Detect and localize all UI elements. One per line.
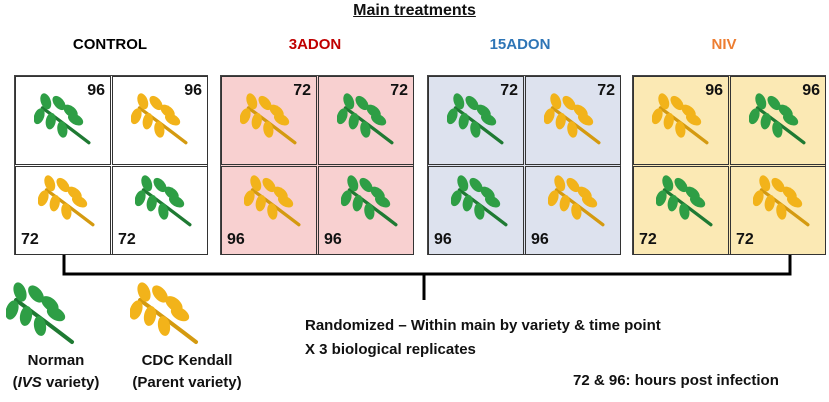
kendall-leaf-icon	[652, 93, 709, 145]
norman-leaf-icon	[749, 93, 806, 145]
treatment-block-3adon: 72 72 96 96	[220, 75, 414, 255]
plot-cell: 96	[730, 76, 826, 165]
randomized-note: Randomized – Within main by variety & ti…	[305, 317, 661, 334]
time-point-label: 96	[531, 231, 549, 248]
time-point-label: 72	[736, 231, 754, 248]
plot-cell: 72	[318, 76, 414, 165]
kendall-leaf-icon	[548, 175, 605, 227]
kendall-leaf-icon	[244, 175, 301, 227]
kendall-name: CDC Kendall	[141, 352, 233, 369]
norman-type: (IVS variety)	[12, 374, 100, 391]
kendall-leaf-icon	[753, 175, 810, 227]
time-point-label: 96	[705, 82, 723, 99]
plot-cell: 72	[633, 166, 729, 255]
plot-cell: 96	[633, 76, 729, 165]
group-title-15adon: 15ADON	[489, 36, 551, 53]
treatment-block-15adon: 72 72 96 96	[427, 75, 621, 255]
time-point-label: 72	[293, 82, 311, 99]
time-point-label: 96	[324, 231, 342, 248]
norman-name: Norman	[27, 352, 85, 369]
time-point-label: 72	[21, 231, 39, 248]
norman-leaf-icon	[337, 93, 394, 145]
time-point-label: 72	[118, 231, 136, 248]
time-point-label: 96	[802, 82, 820, 99]
norman-leaf-icon	[656, 175, 713, 227]
group-title-3adon: 3ADON	[288, 36, 342, 53]
plot-cell: 96	[525, 166, 621, 255]
norman-leaf-icon	[451, 175, 508, 227]
main-title: Main treatments	[353, 2, 476, 19]
plot-cell: 96	[221, 166, 317, 255]
norman-leaf-icon	[341, 175, 398, 227]
plot-cell: 96	[428, 166, 524, 255]
kendall-leaf-icon	[240, 93, 297, 145]
time-point-label: 96	[227, 231, 245, 248]
plot-cell: 72	[730, 166, 826, 255]
legend-norman-label: Norman (IVS variety)	[0, 350, 112, 394]
plot-cell: 96	[318, 166, 414, 255]
kendall-leaf-icon	[544, 93, 601, 145]
time-point-label: 72	[500, 82, 518, 99]
time-point-label: 96	[434, 231, 452, 248]
plot-cell: 72	[221, 76, 317, 165]
hours-note: 72 & 96: hours post infection	[573, 372, 779, 389]
norman-leaf-icon	[135, 175, 192, 227]
time-point-label: 72	[390, 82, 408, 99]
kendall-leaf-icon	[38, 175, 95, 227]
norman-leaf-icon	[447, 93, 504, 145]
replicates-note: X 3 biological replicates	[305, 341, 476, 358]
legend-kendall-label: CDC Kendall (Parent variety)	[112, 350, 262, 394]
group-title-control: CONTROL	[72, 36, 148, 53]
plot-cell: 72	[15, 166, 111, 255]
group-title-niv: NIV	[711, 36, 737, 53]
plot-cell: 72	[525, 76, 621, 165]
norman-leaf-icon	[5, 282, 74, 344]
time-point-label: 72	[639, 231, 657, 248]
plot-cell: 96	[112, 76, 208, 165]
legend-kendall-leaf-icon	[129, 282, 202, 357]
treatment-block-control: 96 96 72 72	[14, 75, 208, 255]
time-point-label: 72	[597, 82, 615, 99]
plot-cell: 72	[428, 76, 524, 165]
time-point-label: 96	[87, 82, 105, 99]
legend-norman-leaf-icon	[5, 282, 78, 357]
treatment-block-niv: 96 96 72 72	[632, 75, 826, 255]
plot-cell: 96	[15, 76, 111, 165]
kendall-leaf-icon	[131, 93, 188, 145]
kendall-type: (Parent variety)	[132, 374, 242, 391]
kendall-leaf-icon	[129, 282, 198, 344]
norman-leaf-icon	[34, 93, 91, 145]
time-point-label: 96	[184, 82, 202, 99]
plot-cell: 72	[112, 166, 208, 255]
